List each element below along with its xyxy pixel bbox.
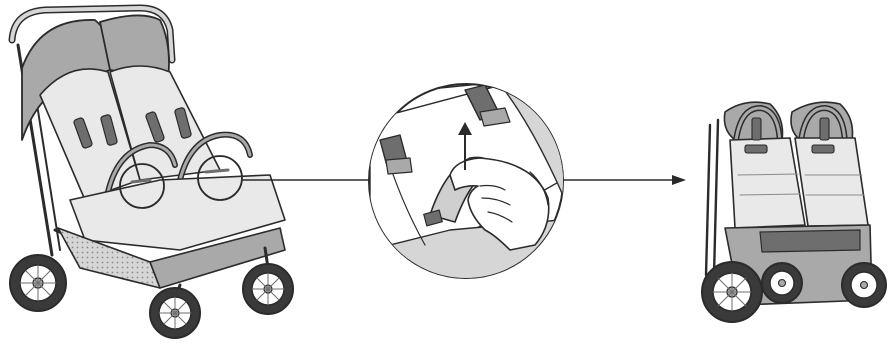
folded-rear-wheel (702, 262, 762, 322)
folded-front-wheel-left (762, 263, 802, 303)
folded-stroller-illustration (702, 102, 886, 322)
rear-wheel (10, 255, 66, 311)
front-wheel-right (243, 264, 293, 314)
folded-front-wheel-right (842, 263, 886, 307)
front-wheel-left (150, 288, 200, 338)
open-stroller-illustration (10, 8, 293, 338)
fold-strap-detail (369, 78, 580, 280)
right-arrow-2 (564, 175, 686, 185)
